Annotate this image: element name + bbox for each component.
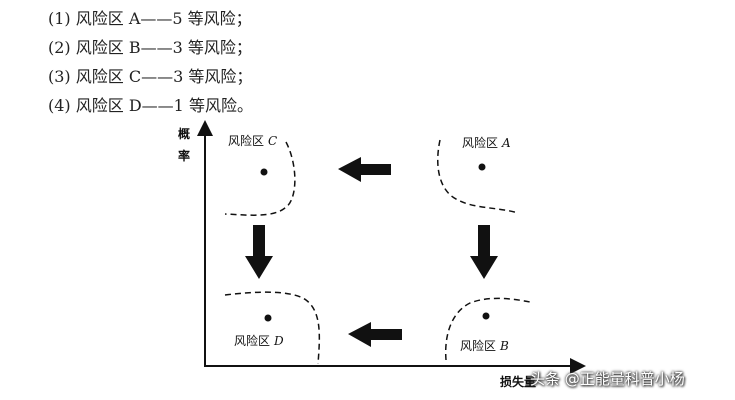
- x-axis-label: 损失量: [500, 374, 536, 389]
- list-item-number: (1): [48, 9, 71, 28]
- list-item-3: (3) 风险区 C——3 等风险；: [48, 62, 253, 91]
- watermark: 头条 @正能量科普小杨: [530, 370, 685, 388]
- zone-d-boundary: [224, 291, 321, 365]
- y-axis-label-bottom: 率: [178, 148, 190, 163]
- list-item-text: 风险区 C——3 等风险；: [75, 67, 253, 86]
- list-item-4: (4) 风险区 D——1 等风险。: [48, 91, 253, 120]
- zone-d-dot: [264, 314, 272, 322]
- list-item-number: (4): [48, 96, 71, 115]
- list-item-2: (2) 风险区 B——3 等风险；: [48, 33, 253, 62]
- zone-a-boundary: [437, 139, 519, 214]
- zone-c-boundary: [224, 141, 296, 216]
- list-item-text: 风险区 A——5 等风险；: [75, 9, 252, 28]
- zone-c-dot: [260, 168, 268, 176]
- arrow-a-to-c: [338, 157, 391, 182]
- list-item-1: (1) 风险区 A——5 等风险；: [48, 4, 253, 33]
- arrow-a-to-b: [470, 225, 498, 279]
- risk-level-list: (1) 风险区 A——5 等风险； (2) 风险区 B——3 等风险； (3) …: [48, 4, 253, 120]
- list-item-number: (3): [48, 67, 71, 86]
- zone-b-dot: [482, 312, 490, 320]
- zone-a-dot: [478, 163, 486, 171]
- y-axis-label-top: 概: [178, 126, 190, 141]
- list-item-number: (2): [48, 38, 71, 57]
- zone-b-boundary: [444, 297, 531, 361]
- arrow-b-to-d: [348, 322, 402, 347]
- list-item-text: 风险区 B——3 等风险；: [75, 38, 252, 57]
- arrow-c-to-d: [245, 225, 273, 279]
- list-item-text: 风险区 D——1 等风险。: [75, 96, 253, 115]
